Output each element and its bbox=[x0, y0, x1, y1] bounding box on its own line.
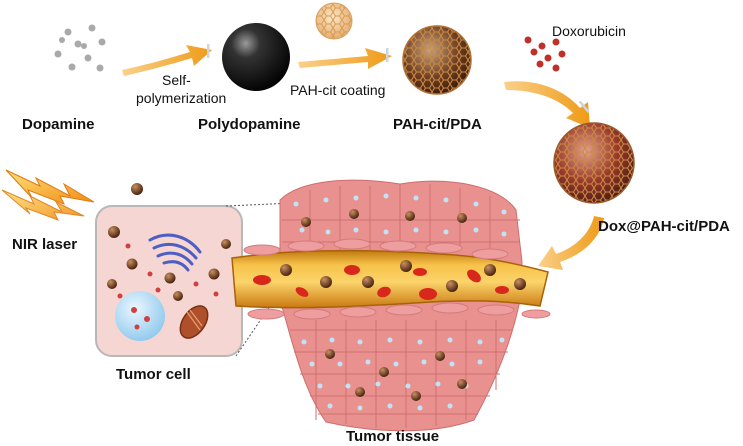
pah-cit-pda-label: PAH-cit/PDA bbox=[393, 116, 482, 133]
arrow-delivery-icon bbox=[538, 216, 604, 270]
dopamine-label: Dopamine bbox=[22, 116, 95, 133]
nir-laser-bolt-icon bbox=[1, 169, 95, 221]
self-polymerization-label-line2: polymerization bbox=[136, 90, 227, 106]
pah-cit-coating-label: PAH-cit coating bbox=[290, 82, 386, 98]
nir-laser-label: NIR laser bbox=[12, 236, 78, 253]
dox-pah-cit-pda-sphere-icon bbox=[553, 122, 635, 204]
arrow-self-polymerization-icon bbox=[122, 44, 212, 76]
tumor-cell-icon bbox=[95, 205, 243, 357]
pah-cit-pda-sphere-icon bbox=[402, 25, 472, 95]
arrow-loading-icon bbox=[504, 81, 590, 128]
nanoparticle-icon bbox=[131, 183, 143, 195]
polydopamine-label: Polydopamine bbox=[198, 116, 301, 133]
pah-cit-shell-icon bbox=[315, 2, 353, 40]
tumor-tissue-label: Tumor tissue bbox=[346, 428, 440, 445]
doxorubicin-label: Doxorubicin bbox=[552, 23, 626, 39]
doxorubicin-dots-icon bbox=[524, 36, 566, 72]
endothelial-cells bbox=[243, 238, 551, 320]
tumor-cell-label: Tumor cell bbox=[116, 366, 191, 383]
dox-pah-cit-pda-label: Dox@PAH-cit/PDA bbox=[598, 218, 730, 235]
polydopamine-sphere-icon bbox=[222, 23, 290, 91]
arrow-coating-icon bbox=[298, 48, 392, 69]
blood-vessel-icon bbox=[231, 249, 549, 309]
dopamine-dots-icon bbox=[54, 24, 106, 72]
self-polymerization-label-line1: Self- bbox=[162, 72, 191, 88]
